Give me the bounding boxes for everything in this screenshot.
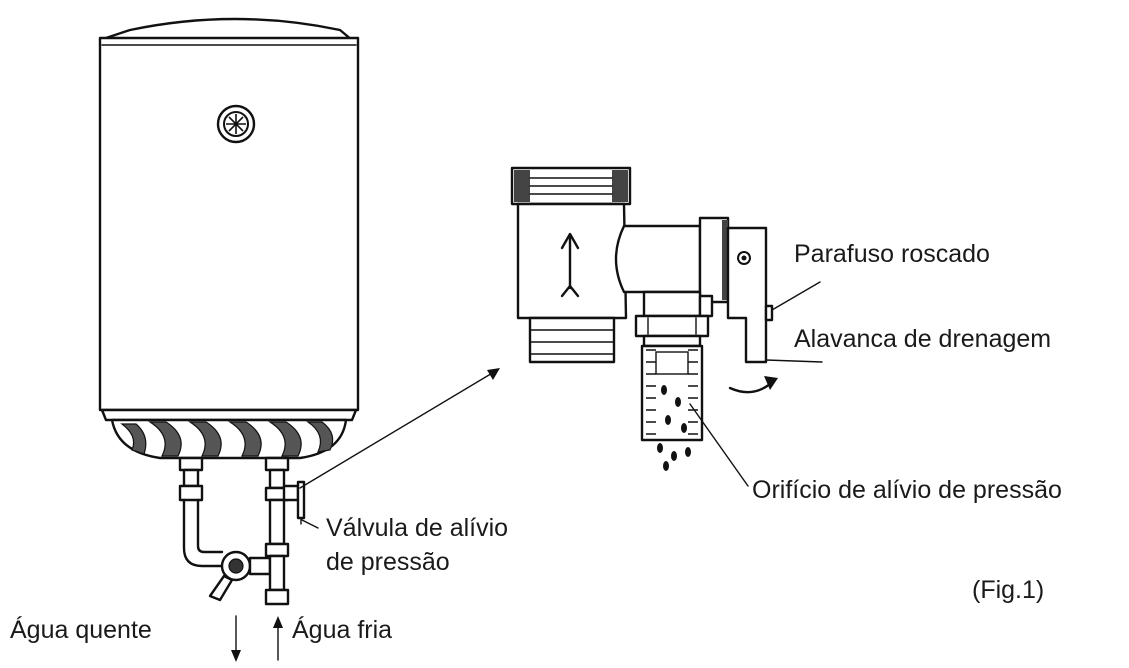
relief-valve-detail [510, 166, 778, 471]
label-cold-water: Água fria [292, 615, 392, 644]
cold-water-arrow-icon [273, 616, 283, 661]
label-hot-water: Água quente [10, 615, 152, 644]
leader-lines [301, 281, 823, 529]
label-threaded-screw: Parafuso roscado [794, 240, 990, 268]
label-drain-lever: Alavanca de drenagem [794, 325, 1051, 353]
tank-bottom-swirls [120, 421, 334, 457]
water-heater-tank [98, 17, 360, 460]
detail-pointer-arrow [299, 368, 500, 489]
label-relief-valve-line1: Válvula de alívio [326, 514, 508, 542]
label-relief-hole: Orifício de alívio de pressão [752, 476, 1062, 504]
label-relief-valve-line2: de pressão [326, 548, 450, 576]
figure-number: (Fig.1) [972, 576, 1044, 604]
flow-direction-arrow-icon [560, 232, 580, 298]
pipes-assembly [178, 456, 306, 606]
water-drops-icon [657, 385, 691, 471]
thermostat-knob-icon [216, 104, 256, 144]
rotation-arrow-icon [728, 376, 778, 394]
hot-water-arrow-icon [231, 615, 241, 662]
